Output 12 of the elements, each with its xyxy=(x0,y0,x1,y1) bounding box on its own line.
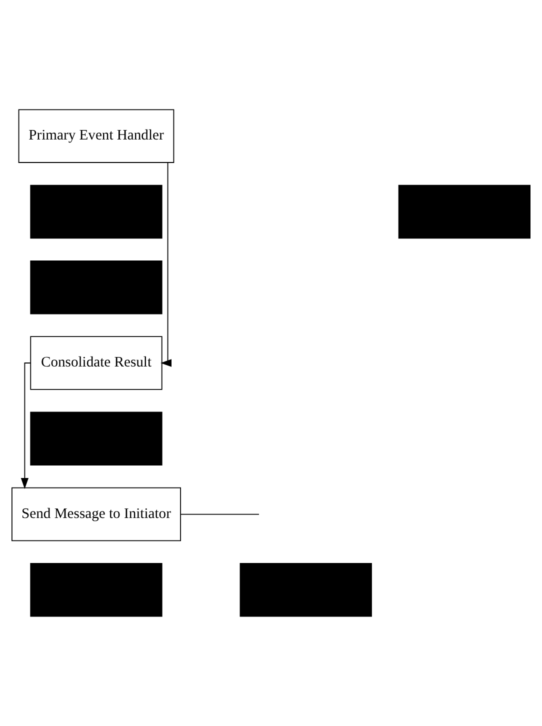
arrow xyxy=(20,362,32,489)
node-box xyxy=(30,563,162,617)
node-box xyxy=(30,260,162,314)
arrow xyxy=(160,162,172,367)
node-box: Consolidate Result xyxy=(30,336,162,390)
node-box xyxy=(30,412,162,466)
node-box: Primary Event Handler xyxy=(18,109,174,163)
node-box: Send Message to Initiator xyxy=(12,487,181,542)
node-box xyxy=(30,184,162,239)
node-box xyxy=(398,184,530,239)
connector xyxy=(180,514,260,515)
node-box xyxy=(240,563,372,617)
